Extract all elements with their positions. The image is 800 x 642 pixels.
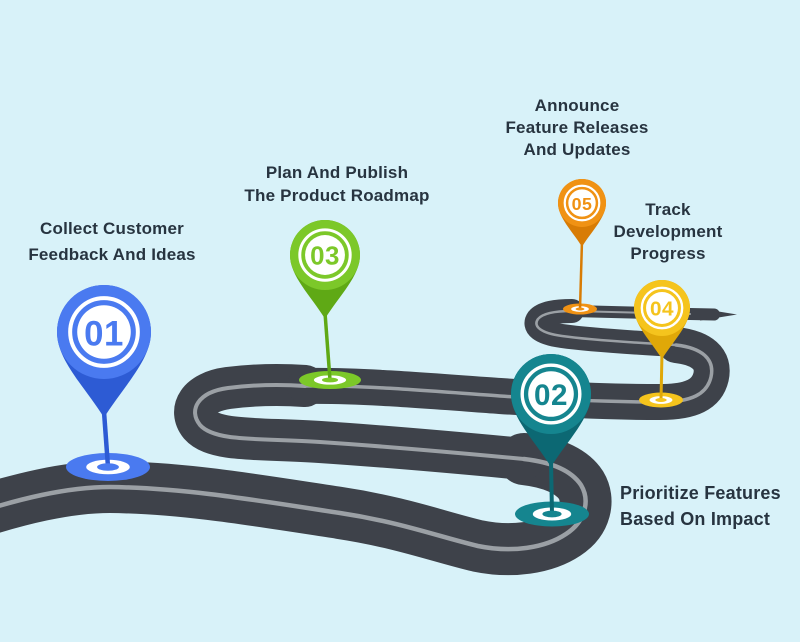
pin-tail <box>549 460 554 515</box>
pin-number: 05 <box>572 194 593 214</box>
pin-disc <box>77 305 131 359</box>
pin-marker-04: 04 <box>634 280 690 408</box>
lane-line-3 <box>303 343 714 404</box>
lane-line-1 <box>0 456 588 552</box>
pin-ring <box>298 228 352 282</box>
pin-disc <box>528 371 574 417</box>
pin-marker-05: 05 <box>558 179 606 315</box>
step-label-line: Feature Releases <box>505 118 649 137</box>
step-label-line: Prioritize Features <box>620 483 781 503</box>
pin-disc <box>568 189 596 217</box>
pin-disc <box>646 292 678 324</box>
step-label-line: And Updates <box>523 140 631 159</box>
pin-base-dot <box>97 463 119 471</box>
lane-line-2 <box>193 382 526 461</box>
pin-ring <box>563 184 601 222</box>
pin-number: 04 <box>650 298 674 321</box>
step-label-line: The Product Roadmap <box>244 186 430 205</box>
pin-tail <box>323 312 332 381</box>
pin-base-dot <box>575 307 585 311</box>
pin-marker-02: 02 <box>511 354 591 527</box>
road-end-taper <box>700 308 737 321</box>
pin-marker-03: 03 <box>290 220 361 389</box>
pins-layer: 01 02 03 04 05 <box>57 179 690 527</box>
lane-line-4 <box>535 309 678 347</box>
pin-tail <box>101 411 111 468</box>
pin-base-dot <box>655 397 667 403</box>
pin-ring <box>520 363 582 425</box>
pin-number: 02 <box>534 379 568 412</box>
pin-disc <box>305 235 345 275</box>
pin-base-dot <box>321 377 339 383</box>
step-label-line: Track <box>645 200 691 219</box>
pin-tail <box>659 352 664 401</box>
step-label-line: Feedback And Ideas <box>28 245 196 264</box>
road <box>0 299 737 576</box>
step-label-line: Progress <box>630 244 706 263</box>
step-label-line: Announce <box>534 96 620 115</box>
step-label-line: Collect Customer <box>40 219 184 238</box>
pin-marker-01: 01 <box>57 285 151 481</box>
step-label-line: Based On Impact <box>620 508 771 529</box>
pin-ring <box>640 286 684 330</box>
pin-tail <box>578 240 584 310</box>
pin-base-dot <box>542 510 562 518</box>
pin-ring <box>68 296 140 368</box>
pin-number: 01 <box>84 314 124 353</box>
step-label-line: Plan And Publish <box>265 163 409 182</box>
step-label-line: Development <box>613 222 723 241</box>
pin-number: 03 <box>310 242 340 270</box>
